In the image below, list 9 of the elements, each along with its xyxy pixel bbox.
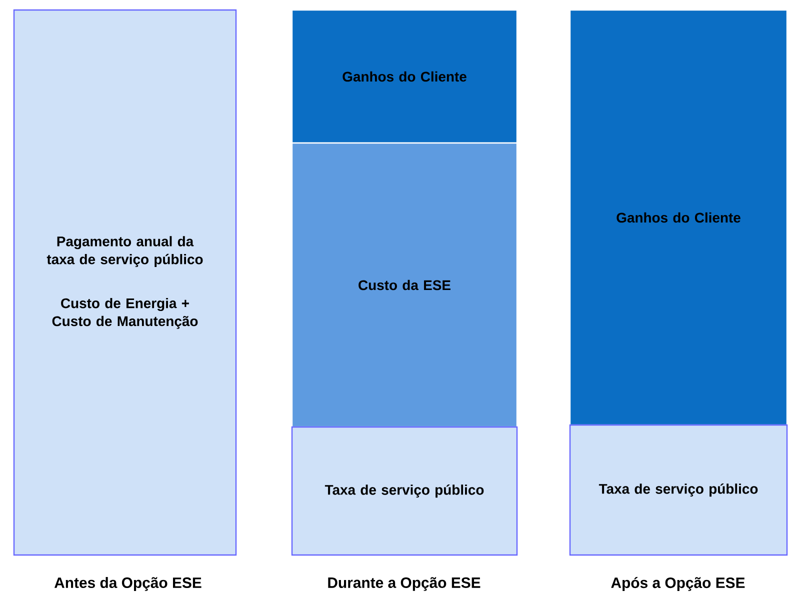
cost-bar: Pagamento anual da taxa de serviço público Custo de Energia + Custo de Manutenção bbox=[13, 9, 237, 556]
savings-bar: Ganhos do Cliente bbox=[291, 9, 518, 144]
fee-bar: Taxa de serviço público bbox=[569, 424, 788, 556]
column-caption: Durante a Opção ESE bbox=[328, 577, 480, 591]
cost-bar: Custo da ESE bbox=[291, 142, 518, 428]
column-caption: Antes da Opção ESE bbox=[54, 577, 202, 591]
fee-bar: Taxa de serviço público bbox=[291, 426, 518, 556]
column-caption: Após a Opção ESE bbox=[611, 576, 745, 592]
savings-bar: Ganhos do Cliente bbox=[569, 9, 788, 426]
